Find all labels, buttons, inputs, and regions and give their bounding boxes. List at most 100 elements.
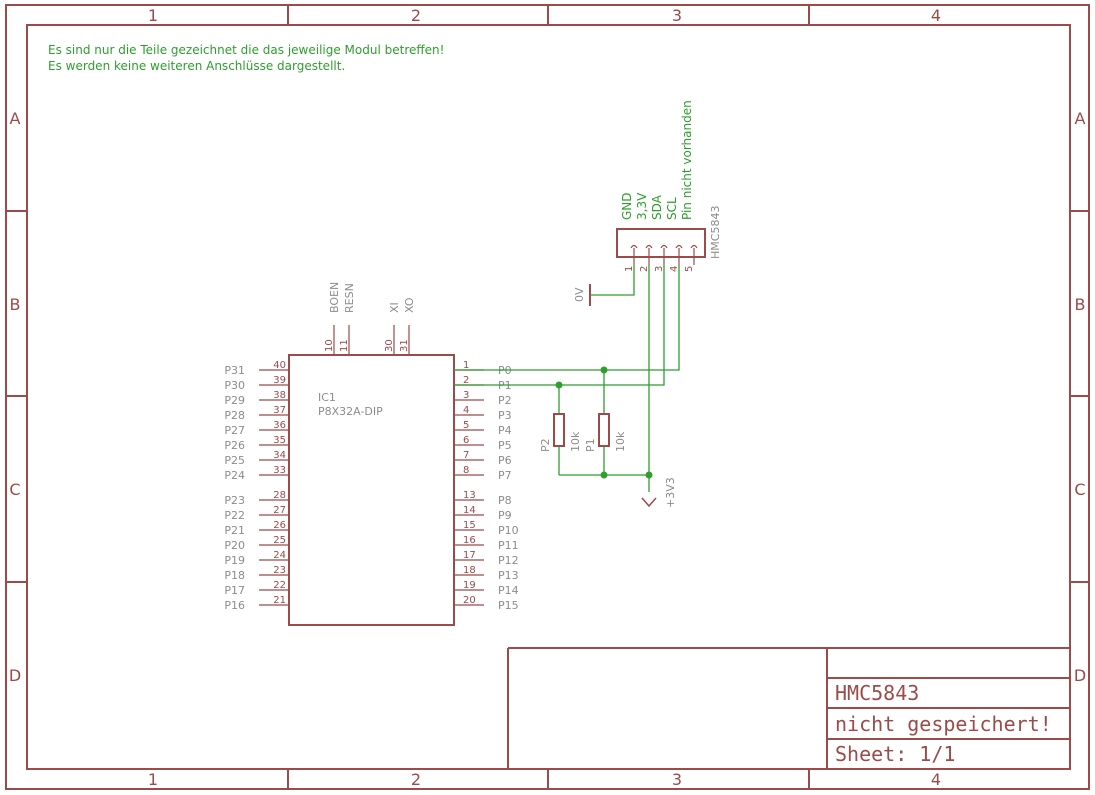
ic-pin-number: 2 xyxy=(463,375,469,386)
resistor-p2-value: 10k xyxy=(569,431,582,452)
ic-pin-label: P20 xyxy=(224,539,245,552)
frame-column-labels: 1 2 3 4 1 2 3 4 xyxy=(148,6,941,789)
ic-pin-label: P15 xyxy=(498,599,519,612)
ic-pin-number: 17 xyxy=(463,550,476,561)
ic-pin-label: P26 xyxy=(224,439,245,452)
resistor-p1-value: 10k xyxy=(614,431,627,452)
row-label-left: D xyxy=(9,666,21,685)
junction-dot xyxy=(600,471,608,479)
connector-pin-label: SCL xyxy=(665,197,679,220)
ic1-symbol: IC1 P8X32A-DIP 40P3139P3038P2937P2836P27… xyxy=(224,282,519,626)
title-block-subtitle: nicht gespeichert! xyxy=(835,712,1052,736)
ic-pin-label: BOEN xyxy=(328,282,341,313)
resistor-p1-name: P1 xyxy=(584,438,597,452)
ic-pin-label: P30 xyxy=(224,379,245,392)
note-line-2: Es werden keine weiteren Anschlüsse darg… xyxy=(48,59,345,73)
frame-row-labels: A B C D A B C D xyxy=(9,109,1086,685)
column-label-bottom: 2 xyxy=(411,770,421,789)
connector-pin-label: GND xyxy=(620,192,634,220)
connector-pin-marker xyxy=(675,244,683,249)
title-block-title: HMC5843 xyxy=(835,681,919,705)
column-label-bottom: 1 xyxy=(148,770,158,789)
ic-pin-number: 34 xyxy=(273,450,286,461)
connector-pin-number: 5 xyxy=(684,266,695,272)
connector-pin-label: SDA xyxy=(650,194,664,220)
resistor-p1-body xyxy=(598,413,610,447)
ic-pin-label: P10 xyxy=(498,524,519,537)
ic-pin-number: 5 xyxy=(463,420,469,431)
row-label-left: A xyxy=(10,109,21,128)
resistor-p2-body xyxy=(553,413,565,447)
ic-pin-number: 10 xyxy=(324,339,335,352)
ic-pin-number: 3 xyxy=(463,390,469,401)
ic-pin-label: P5 xyxy=(498,439,512,452)
ic-pin-label: P7 xyxy=(498,469,512,482)
connector-pin-marker xyxy=(660,244,668,249)
column-label-top: 3 xyxy=(672,6,682,25)
ic-pin-number: 39 xyxy=(273,375,286,386)
ic-pin-number: 1 xyxy=(463,360,469,371)
column-label-bottom: 3 xyxy=(672,770,682,789)
ic-pin-number: 27 xyxy=(273,505,286,516)
ic-pin-number: 24 xyxy=(273,550,286,561)
connector-pin-number: 1 xyxy=(624,266,635,272)
ic-pin-number: 7 xyxy=(463,450,469,461)
column-label-top: 2 xyxy=(411,6,421,25)
gnd-wire xyxy=(590,265,635,296)
ic1-left-pins: 40P3139P3038P2937P2836P2735P2634P2533P24… xyxy=(224,360,289,612)
ic-pin-label: XI xyxy=(388,302,401,313)
ic-pin-label: P13 xyxy=(498,569,519,582)
connector-pin-marker xyxy=(645,244,653,249)
ic-pin-label: P21 xyxy=(224,524,245,537)
ic-pin-label: XO xyxy=(403,297,416,313)
ic-pin-number: 33 xyxy=(273,465,286,476)
column-label-bottom: 4 xyxy=(931,770,941,789)
ic1-name: IC1 xyxy=(318,391,336,404)
ic1-value: P8X32A-DIP xyxy=(318,405,383,418)
ic-pin-label: P28 xyxy=(224,409,245,422)
sda-wire xyxy=(454,265,665,386)
junction-dot xyxy=(555,381,563,389)
junction-dot xyxy=(600,366,608,374)
connector-pin-marker xyxy=(690,244,698,249)
connector-pin-marker xyxy=(630,244,638,249)
ic-pin-number: 11 xyxy=(339,339,350,352)
ic-pin-number: 14 xyxy=(463,505,476,516)
ic-pin-number: 40 xyxy=(273,360,286,371)
ic-pin-number: 20 xyxy=(463,595,476,606)
ic-pin-number: 22 xyxy=(273,580,286,591)
ic-pin-label: RESN xyxy=(343,283,356,313)
gnd-supply: 0V xyxy=(573,284,591,306)
ic-pin-number: 4 xyxy=(463,405,469,416)
ic-pin-number: 35 xyxy=(273,435,286,446)
ic-pin-number: 36 xyxy=(273,420,286,431)
ic-pin-label: P11 xyxy=(498,539,519,552)
connector-body xyxy=(616,228,706,258)
ic-pin-number: 8 xyxy=(463,465,469,476)
resistor-p2-name: P2 xyxy=(539,438,552,452)
ic-pin-label: P19 xyxy=(224,554,245,567)
gnd-label: 0V xyxy=(573,287,586,302)
ic-pin-label: P4 xyxy=(498,424,512,437)
ic-pin-number: 38 xyxy=(273,390,286,401)
connector-pin-label: Pin nicht vorhanden xyxy=(680,100,694,220)
resistor-p2: P2 10k xyxy=(539,413,582,452)
row-label-right: C xyxy=(1074,480,1085,499)
ic-pin-label: P18 xyxy=(224,569,245,582)
ic-pin-label: P24 xyxy=(224,469,245,482)
ic-pin-label: P6 xyxy=(498,454,512,467)
column-label-top: 4 xyxy=(931,6,941,25)
ic-pin-label: P16 xyxy=(224,599,245,612)
ic-pin-label: P31 xyxy=(224,364,245,377)
row-label-right: A xyxy=(1075,109,1086,128)
drawing-frame xyxy=(5,4,1090,790)
connector-pin-number: 2 xyxy=(639,266,650,272)
ic-pin-number: 26 xyxy=(273,520,286,531)
ic-pin-number: 13 xyxy=(463,490,476,501)
ic1-body xyxy=(288,354,455,626)
row-label-right: B xyxy=(1075,295,1086,314)
